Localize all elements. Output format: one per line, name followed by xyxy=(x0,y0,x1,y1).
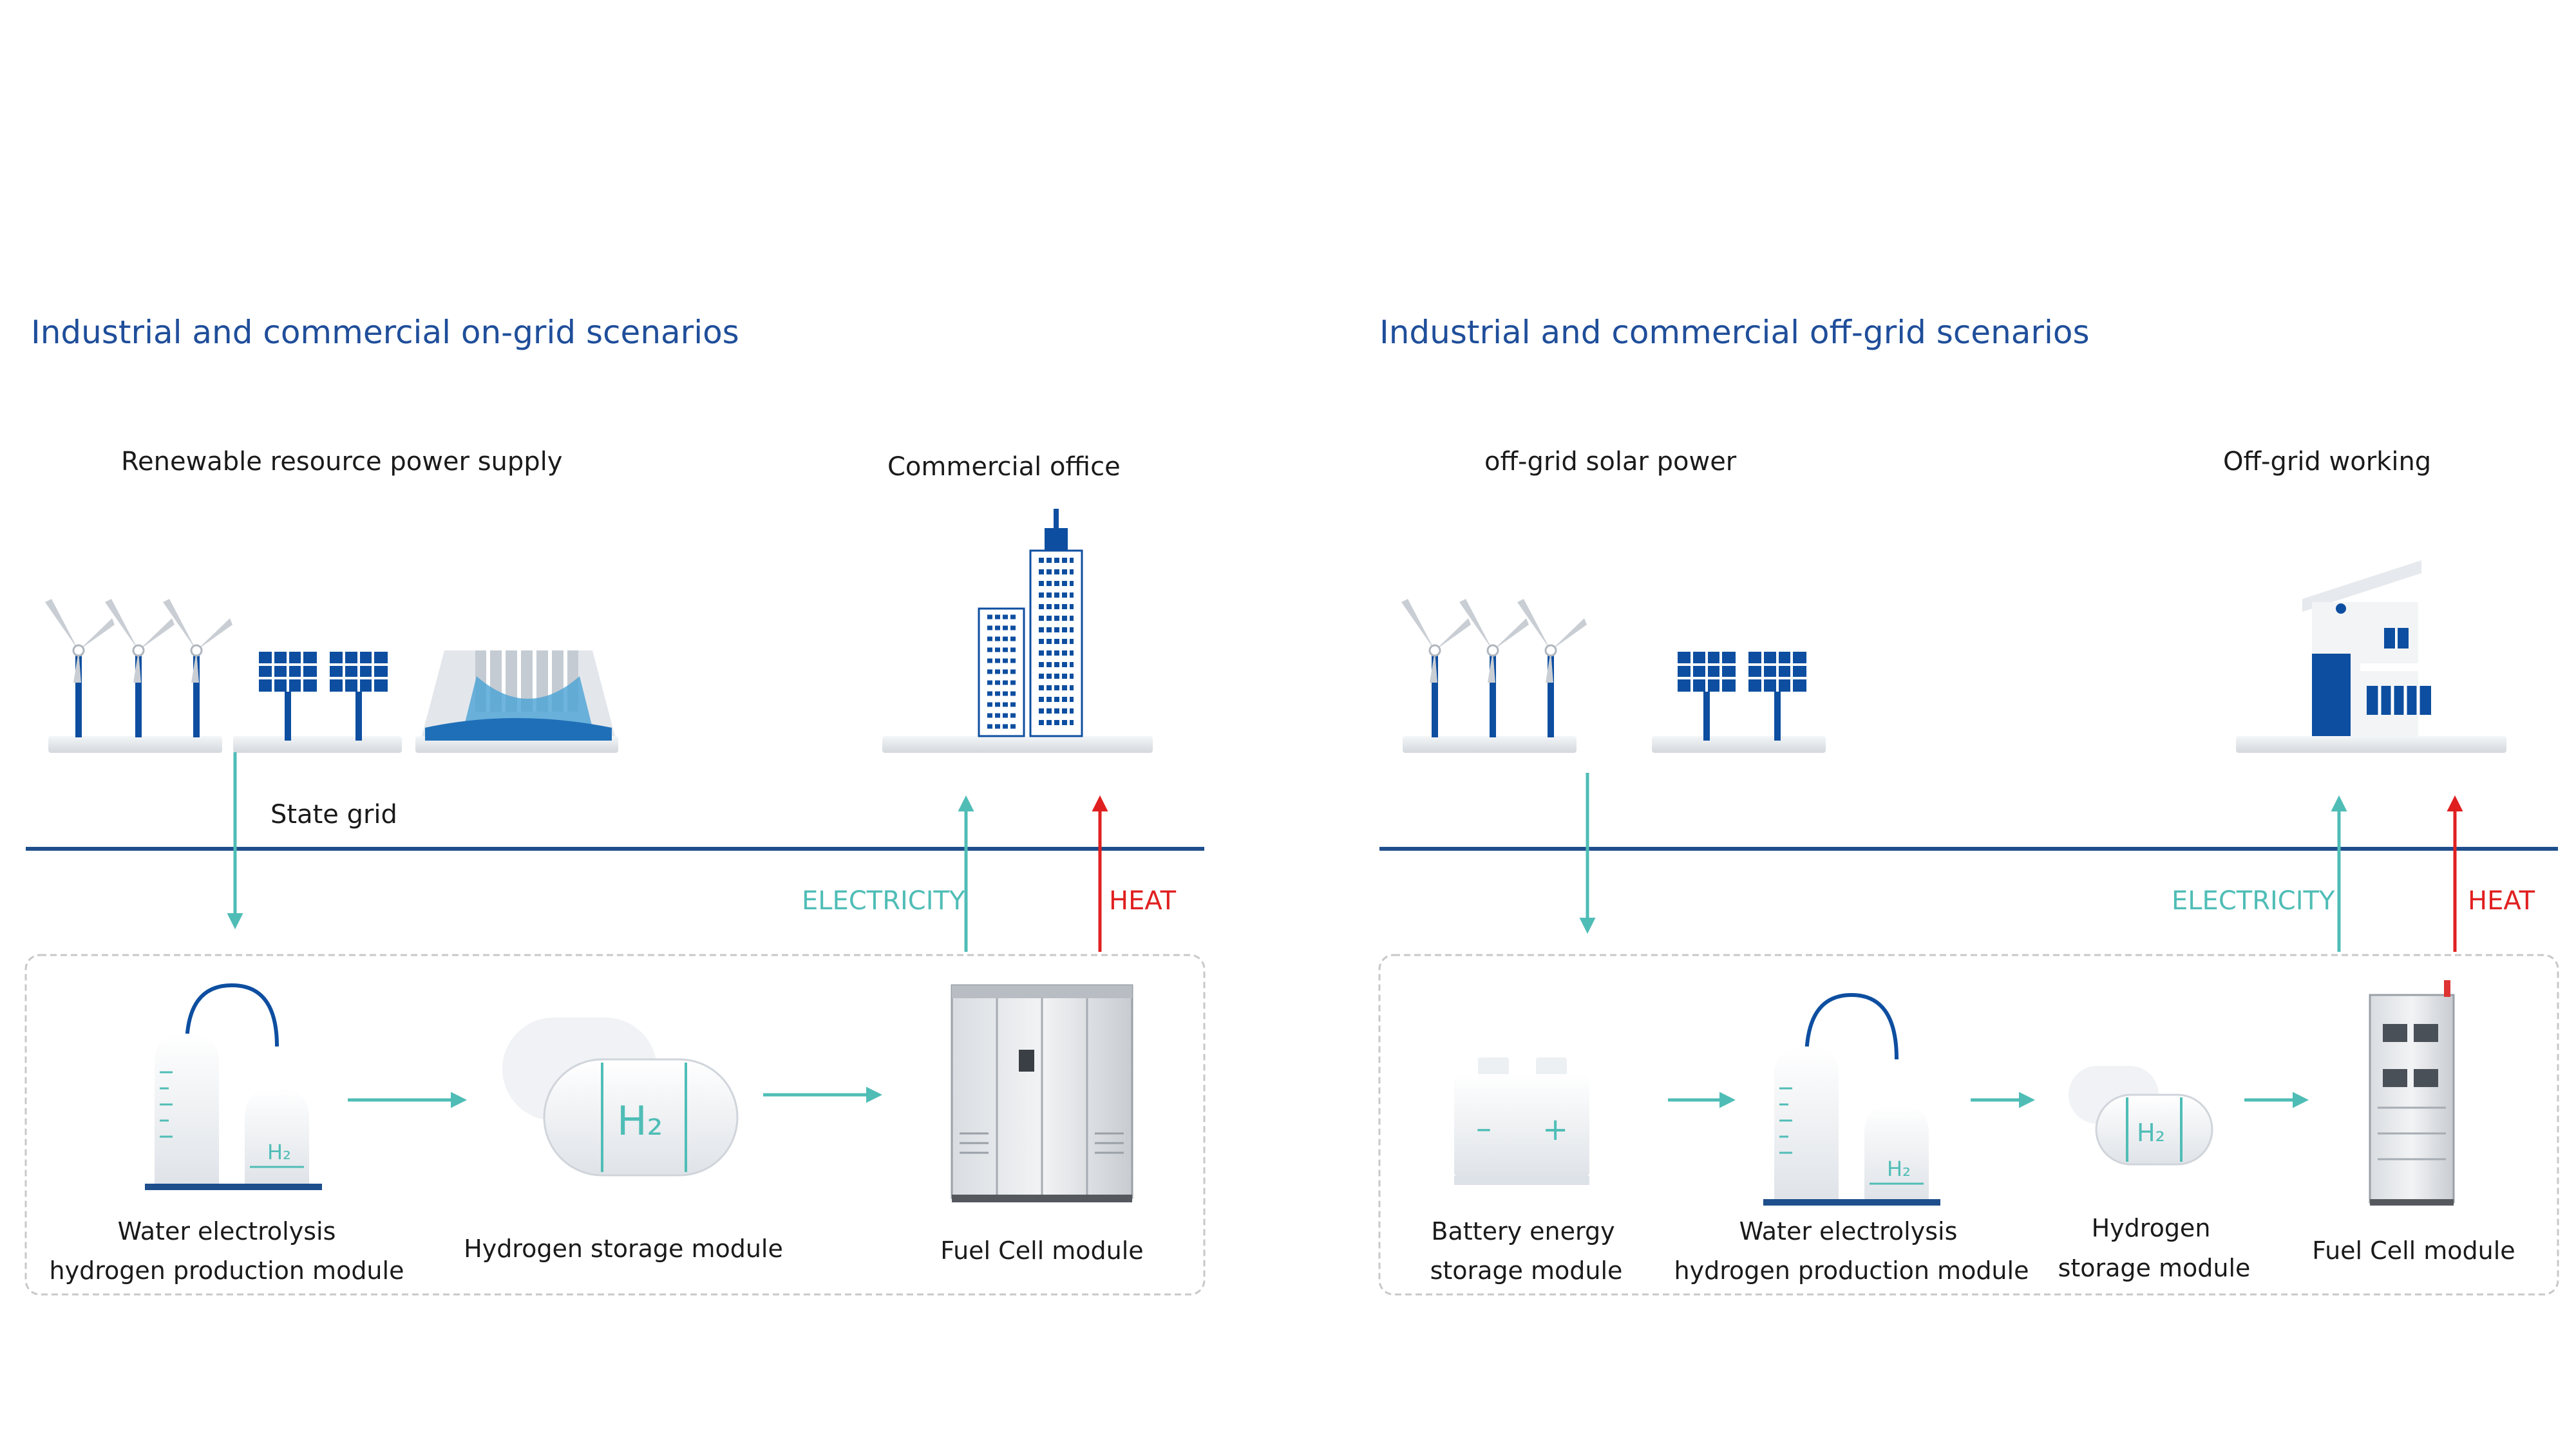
electrolysis-line2: hydrogen production module xyxy=(1674,1256,2029,1285)
off-grid-title: Industrial and commercial off-grid scena… xyxy=(1379,314,2090,351)
on-grid-title: Industrial and commercial on-grid scenar… xyxy=(31,314,739,351)
off-grid-scenario: Industrial and commercial off-grid scena… xyxy=(1378,314,2559,1296)
storage-line2: storage module xyxy=(2058,1254,2251,1282)
plus-icon: + xyxy=(1542,1112,1568,1148)
electrolysis-line1: Water electrolysis xyxy=(1739,1217,1958,1245)
office-tower-right xyxy=(1029,509,1083,737)
solar-panels-icon xyxy=(1652,652,1826,753)
electricity-label: ELECTRICITY xyxy=(2172,886,2335,916)
hydro-dam-icon xyxy=(415,650,618,753)
h2-tag: H₂ xyxy=(2137,1119,2165,1147)
h2-tag: H₂ xyxy=(1887,1157,1911,1181)
electrolysis-module-icon: H₂ xyxy=(145,983,322,1190)
hydrogen-storage-icon: H₂ xyxy=(502,1018,739,1177)
wind-turbines-icon xyxy=(45,599,232,753)
h2-tag: H₂ xyxy=(267,1140,291,1164)
off-grid-house-icon xyxy=(2236,560,2506,753)
battery-module-icon: – + xyxy=(1454,1057,1589,1185)
battery-line1: Battery energy xyxy=(1431,1217,1615,1245)
electrolysis-line2: hydrogen production module xyxy=(50,1256,404,1285)
commercial-office-icon xyxy=(882,509,1153,753)
hydrogen-storage-icon: H₂ xyxy=(2069,1066,2213,1166)
minus-icon: – xyxy=(1476,1110,1492,1146)
storage-line1: Hydrogen xyxy=(2092,1214,2211,1242)
source-label: off-grid solar power xyxy=(1484,447,1737,477)
fuel-cell-label: Fuel Cell module xyxy=(2312,1236,2515,1265)
consumer-label: Off-grid working xyxy=(2223,447,2431,477)
state-grid-label: State grid xyxy=(270,800,397,829)
fuel-cell-cabinet-icon xyxy=(951,984,1133,1202)
electricity-label: ELECTRICITY xyxy=(802,886,965,916)
storage-line1: Hydrogen storage module xyxy=(464,1235,783,1263)
consumer-label: Commercial office xyxy=(887,452,1121,482)
electrolysis-module-icon: H₂ xyxy=(1763,992,1940,1206)
solar-panels-icon xyxy=(233,652,402,753)
battery-line2: storage module xyxy=(1430,1256,1623,1285)
fuel-cell-cabinet-icon xyxy=(2369,980,2455,1206)
heat-label: HEAT xyxy=(2468,886,2535,916)
office-tower-left xyxy=(978,607,1025,737)
on-grid-scenario: Industrial and commercial on-grid scenar… xyxy=(24,314,1206,1296)
fuel-cell-label: Fuel Cell module xyxy=(940,1236,1143,1265)
electrolysis-line1: Water electrolysis xyxy=(118,1217,336,1245)
source-label: Renewable resource power supply xyxy=(121,447,562,477)
heat-label: HEAT xyxy=(1109,886,1177,916)
h2-tag: H₂ xyxy=(617,1097,663,1144)
wind-turbines-icon xyxy=(1401,599,1587,753)
